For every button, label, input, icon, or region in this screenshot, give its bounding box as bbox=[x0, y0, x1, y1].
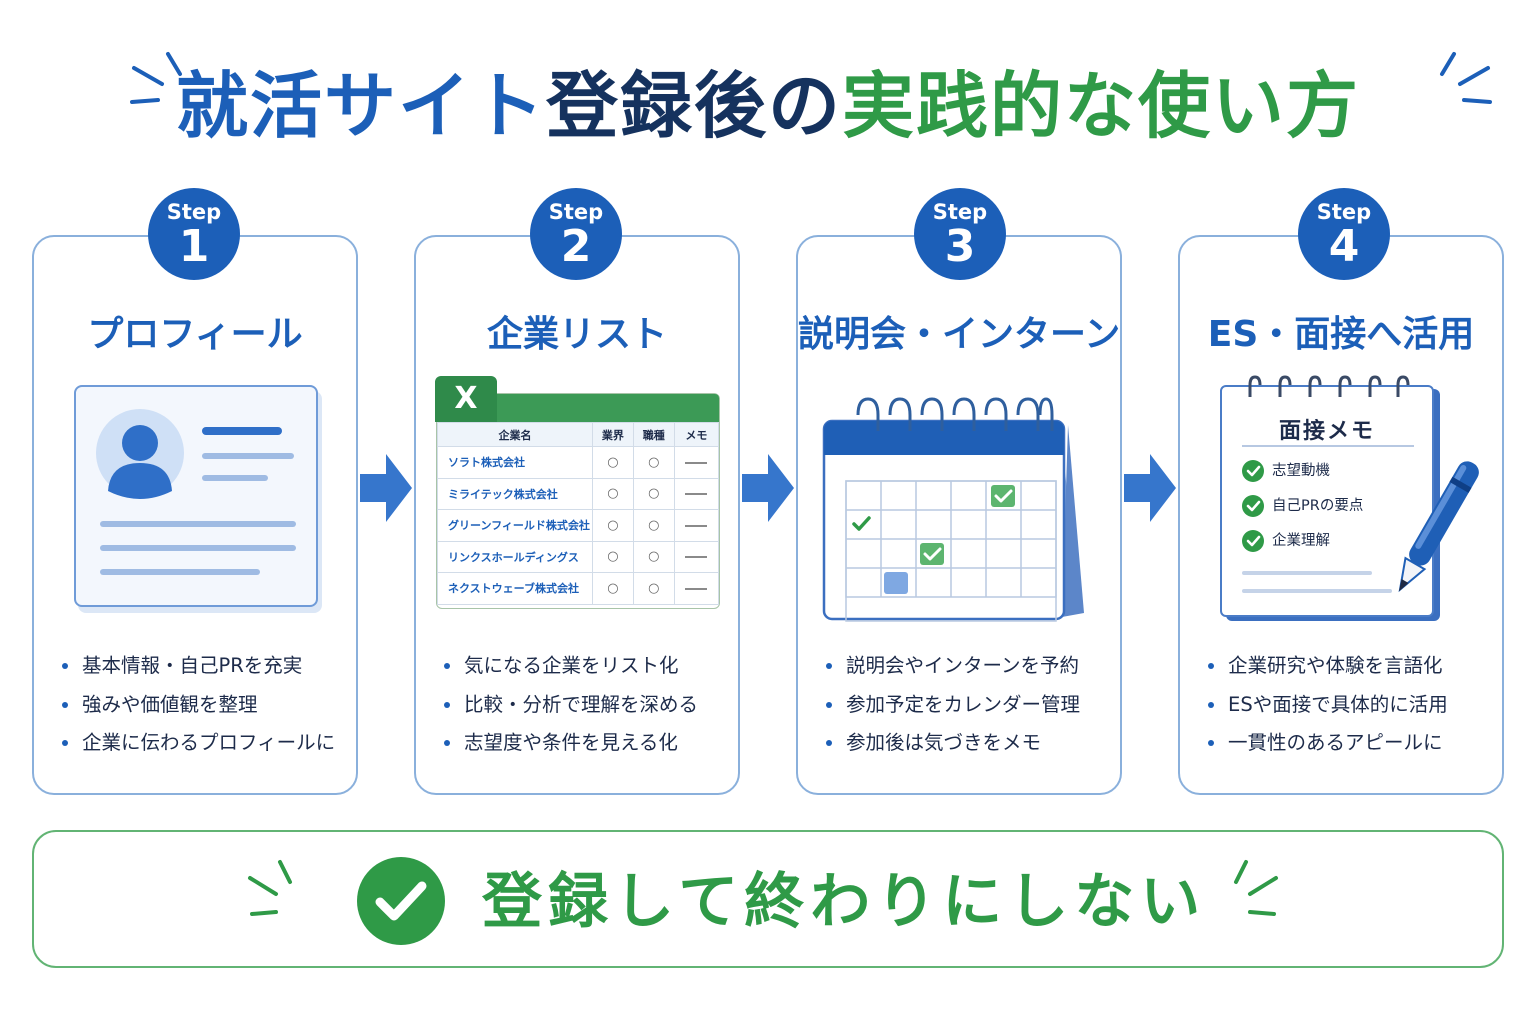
memo-item: 志望動機 bbox=[1242, 459, 1330, 483]
table-row: グリーンフィールド株式会社 ○ ○ bbox=[437, 509, 720, 542]
step-4-title: ES・面接へ活用 bbox=[1207, 314, 1475, 355]
arrow-right-icon bbox=[360, 454, 412, 522]
bullet: 企業研究や体験を言語化 bbox=[1206, 651, 1494, 690]
step-3-bullets: 説明会やインターンを予約 参加予定をカレンダー管理 参加後は気づきをメモ bbox=[824, 651, 1112, 767]
step-2-title: 企業リスト bbox=[486, 314, 667, 355]
notepad-icon: 面接メモ 志望動機 自己PRの要点 企業理解 bbox=[1220, 375, 1434, 617]
arrow-right-icon bbox=[742, 454, 794, 522]
table-header-row: 企業名 業界 職種 メモ bbox=[437, 422, 720, 447]
bullet: 参加後は気づきをメモ bbox=[824, 728, 1112, 767]
banner-text: 登録して終わりにしない bbox=[482, 867, 1207, 937]
step-badge-4: Step 4 bbox=[1298, 188, 1390, 280]
bullet: 強みや価値観を整理 bbox=[60, 690, 348, 729]
company-table: 企業名 業界 職種 メモ ソラト株式会社 ○ ○ ミライテック株式会社 bbox=[437, 422, 720, 605]
table-row: ソラト株式会社 ○ ○ bbox=[437, 446, 720, 479]
memo-item: 自己PRの要点 bbox=[1242, 494, 1363, 518]
step-2-bullets: 気になる企業をリスト化 比較・分析で理解を深める 志望度や条件を見える化 bbox=[442, 651, 730, 767]
step-1-bullets: 基本情報・自己PRを充実 強みや価値観を整理 企業に伝わるプロフィールに bbox=[60, 651, 348, 767]
spreadsheet-icon: X 企業名 業界 職種 メモ ソラト株式会社 ○ ○ bbox=[435, 376, 720, 609]
bullet: 企業に伝わるプロフィールに bbox=[60, 728, 348, 767]
sparkle-left-icon bbox=[130, 52, 182, 104]
step-1-title: プロフィール bbox=[87, 314, 303, 355]
step-card-2: 企業リスト X 企業名 業界 職種 メモ ソラト株式会社 ○ bbox=[414, 235, 740, 795]
bullet: 参加予定をカレンダー管理 bbox=[824, 690, 1112, 729]
bottom-banner: 登録して終わりにしない bbox=[32, 830, 1504, 968]
step-badge-2: Step 2 bbox=[530, 188, 622, 280]
step-badge-1: Step 1 bbox=[148, 188, 240, 280]
check-circle-icon bbox=[1242, 530, 1264, 552]
bullet: 志望度や条件を見える化 bbox=[442, 728, 730, 767]
step-badge-3: Step 3 bbox=[914, 188, 1006, 280]
bullet: 説明会やインターンを予約 bbox=[824, 651, 1112, 690]
bullet: 比較・分析で理解を深める bbox=[442, 690, 730, 729]
check-circle-icon bbox=[357, 857, 445, 945]
sparkle-right-icon bbox=[1234, 860, 1278, 916]
pen-icon bbox=[1398, 461, 1479, 593]
step-card-3: 説明会・インターン bbox=[796, 235, 1122, 795]
bullet: ESや面接で具体的に活用 bbox=[1206, 690, 1494, 729]
step-3-title: 説明会・インターン bbox=[798, 314, 1121, 355]
memo-title: 面接メモ bbox=[1278, 419, 1375, 444]
table-row: リンクスホールディングス ○ ○ bbox=[437, 540, 720, 573]
check-circle-icon bbox=[1242, 460, 1264, 482]
memo-item: 企業理解 bbox=[1242, 529, 1330, 553]
bullet: 基本情報・自己PRを充実 bbox=[60, 651, 348, 690]
table-row: ミライテック株式会社 ○ ○ bbox=[437, 477, 720, 510]
bullet: 一貫性のあるアピールに bbox=[1206, 728, 1494, 767]
notepad-rings-icon bbox=[1248, 375, 1410, 397]
arrow-right-icon bbox=[1124, 454, 1176, 522]
step-4-bullets: 企業研究や体験を言語化 ESや面接で具体的に活用 一貫性のあるアピールに bbox=[1206, 651, 1494, 767]
step-card-1: プロフィール 基本情報・自己PRを充実 強みや価値観を整理 企業に伝わるプロフィ… bbox=[32, 235, 358, 795]
step-card-4: ES・面接へ活用 面接メモ 志望動機 自己PRの要点 bbox=[1178, 235, 1504, 795]
check-circle-icon bbox=[1242, 495, 1264, 517]
profile-card-icon bbox=[74, 385, 318, 607]
excel-logo-icon: X bbox=[435, 376, 497, 422]
calendar-icon bbox=[822, 397, 1084, 622]
bullet: 気になる企業をリスト化 bbox=[442, 651, 730, 690]
table-row: ネクストウェーブ株式会社 ○ ○ bbox=[437, 572, 720, 605]
sparkle-right-icon bbox=[1440, 52, 1492, 104]
sparkle-left-icon bbox=[248, 860, 292, 916]
page-title: 就活サイト登録後の実践的な使い方 bbox=[175, 64, 1361, 148]
